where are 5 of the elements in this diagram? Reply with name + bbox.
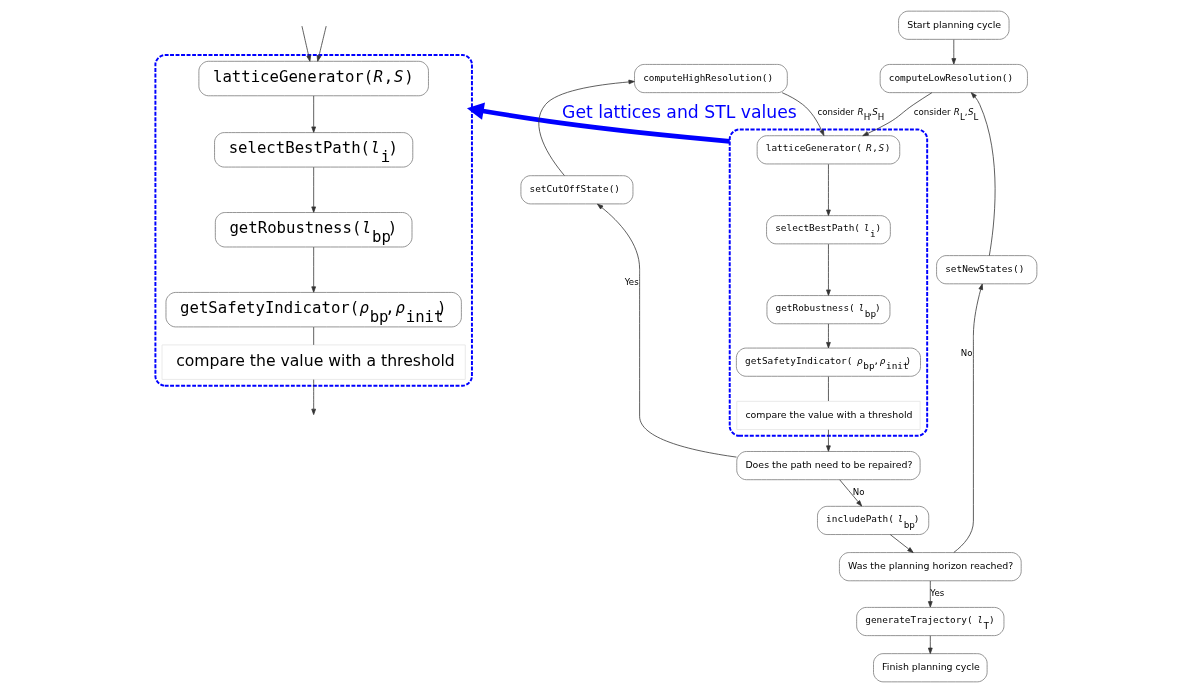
edge-label: No — [852, 487, 865, 498]
edge-label: Get lattices and STL values — [562, 102, 797, 123]
edge-label: No — [960, 348, 973, 359]
edge-label: Yes — [624, 276, 639, 287]
edge-label: Yes — [930, 588, 945, 599]
